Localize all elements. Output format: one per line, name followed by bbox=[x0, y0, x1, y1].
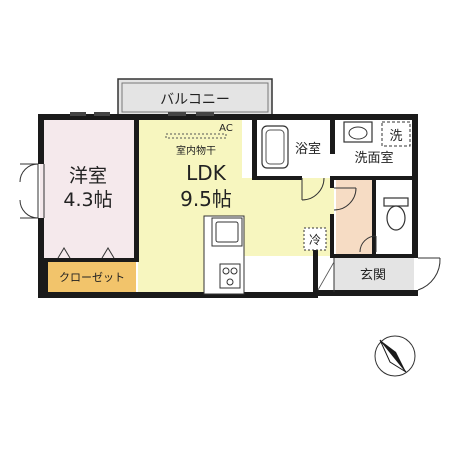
washroom-label: 洗面室 bbox=[354, 150, 393, 166]
hallway-floor bbox=[336, 178, 374, 256]
washer-label: 洗 bbox=[389, 129, 402, 144]
indoor-drying-rail bbox=[165, 133, 227, 139]
toilet-icon bbox=[383, 197, 409, 231]
balcony-label: バルコニー bbox=[160, 92, 230, 108]
washer-space bbox=[381, 121, 411, 147]
bathroom-label: 浴室 bbox=[295, 141, 321, 157]
closet-floor bbox=[48, 260, 136, 294]
north-arrow-icon bbox=[374, 335, 416, 377]
fridge-label: 冷 bbox=[309, 233, 321, 247]
interior-walls bbox=[44, 118, 416, 294]
outer-walls bbox=[38, 114, 418, 298]
balcony-windows bbox=[70, 112, 214, 116]
entrance-floor bbox=[334, 258, 414, 294]
entrance-label: 玄関 bbox=[360, 268, 386, 283]
window-left bbox=[19, 163, 45, 219]
indoor-drying-label: 室内物干 bbox=[176, 144, 216, 157]
western-room-floor bbox=[40, 116, 136, 260]
closet-label: クローゼット bbox=[59, 271, 125, 284]
closet-door-marks bbox=[57, 247, 115, 259]
western-room-size: 4.3帖 bbox=[63, 189, 112, 211]
stove-icon bbox=[219, 263, 241, 289]
bathtub-icon bbox=[261, 125, 289, 169]
sink-icon bbox=[215, 221, 239, 243]
ldk-name: LDK bbox=[186, 161, 227, 185]
ldk-size: 9.5帖 bbox=[180, 187, 232, 211]
doors bbox=[301, 177, 441, 291]
western-room-name: 洋室 bbox=[69, 165, 107, 187]
ac-label: AC bbox=[219, 123, 233, 134]
balcony-area bbox=[117, 78, 273, 117]
kitchen-counter bbox=[203, 215, 245, 295]
fridge-space bbox=[303, 227, 327, 251]
